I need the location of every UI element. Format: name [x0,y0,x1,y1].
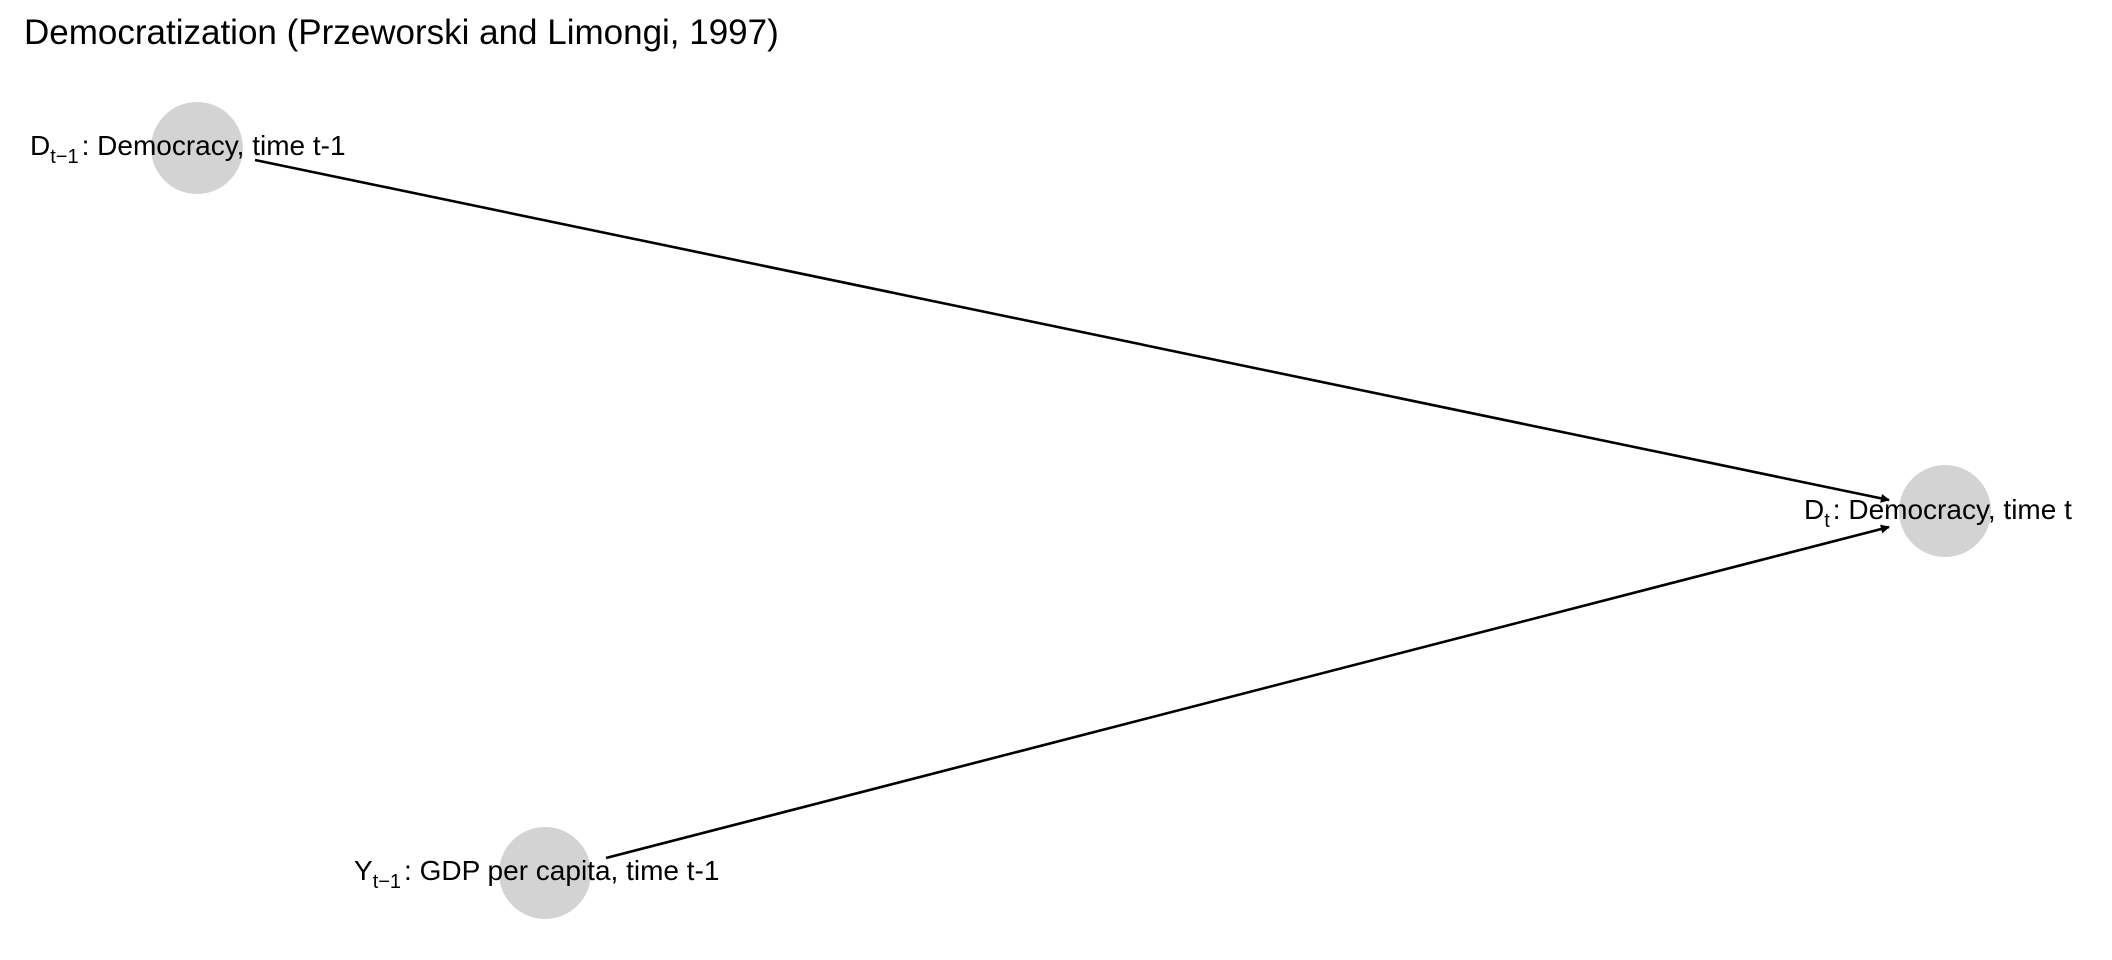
node-subscript: t−1 [373,871,401,893]
nodes-layer: Dt−1: Democracy, time t-1Yt−1: GDP per c… [30,102,2072,919]
node-label-d-t: Dt: Democracy, time t [1804,494,2072,532]
node-label-d-t1: Dt−1: Democracy, time t-1 [30,130,346,168]
diagram-title: Democratization (Przeworski and Limongi,… [24,13,779,52]
node-label-y-t1: Yt−1: GDP per capita, time t-1 [354,855,719,893]
node-symbol: Y [354,855,373,886]
node-circle-d-t1 [151,102,243,194]
node-symbol: D [30,130,50,161]
edges-layer [254,158,1890,860]
node-description: : GDP per capita, time t-1 [404,855,719,886]
node-description: : Democracy, time t-1 [82,130,346,161]
node-subscript: t [1824,510,1830,532]
edge-y-t1-to-d-t [605,524,1890,860]
edge-d-t1-to-d-t [254,158,1890,503]
node-circle-y-t1 [499,827,591,919]
node-description: : Democracy, time t [1833,494,2072,525]
node-subscript: t−1 [50,146,78,168]
node-circle-d-t [1899,465,1991,557]
node-symbol: D [1804,494,1824,525]
